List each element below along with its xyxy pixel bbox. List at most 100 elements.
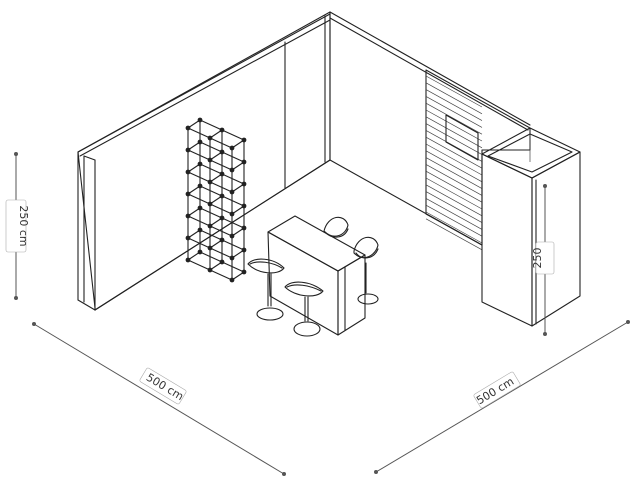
storage-cabin xyxy=(481,127,581,327)
shelf-connector xyxy=(185,125,191,131)
wall-slat xyxy=(425,102,483,135)
shelf-frame xyxy=(199,229,245,251)
shelf-frame xyxy=(199,185,245,207)
shelf-connector xyxy=(207,245,213,251)
shelf-frame xyxy=(209,239,223,249)
wall-slat xyxy=(425,123,483,155)
shelf-frame xyxy=(209,151,223,161)
shelf-frame xyxy=(209,129,223,139)
bar-stool xyxy=(323,216,349,238)
shelf-connector xyxy=(229,233,235,239)
shelf-frame xyxy=(209,261,223,271)
left-width-dimension: 500 cm xyxy=(32,322,286,476)
bar-stool xyxy=(353,236,379,305)
shelf-frame xyxy=(199,163,245,185)
shelf-frame xyxy=(199,141,245,163)
right-width-dimension: 500 cm xyxy=(374,320,630,474)
wall-slat xyxy=(425,170,483,203)
shelf-frame xyxy=(187,149,211,161)
wall-slat xyxy=(425,177,483,210)
shelf-connector xyxy=(185,169,191,175)
shelf-connector xyxy=(207,201,213,207)
height-label: 250 cm xyxy=(17,205,30,246)
cabin-height-label: 250 xyxy=(531,248,544,269)
shelf-frame xyxy=(199,119,245,141)
shelf-connector xyxy=(229,145,235,151)
shelf-frame xyxy=(187,237,211,249)
wall-slat xyxy=(425,218,483,251)
shelf-frame xyxy=(209,173,223,183)
height-dimension: 250 cm xyxy=(5,152,30,300)
slatted-wall-panel xyxy=(425,69,531,251)
wall-slat xyxy=(425,116,483,149)
cube-shelf xyxy=(185,117,247,283)
shelf-frame xyxy=(199,207,245,229)
wall-slat xyxy=(425,143,483,176)
shelf-frame xyxy=(187,251,201,261)
shelf-frame xyxy=(187,141,201,151)
wall-slat xyxy=(425,191,483,223)
shelf-frame xyxy=(187,229,201,239)
shelf-frame xyxy=(231,139,245,149)
shelf-frame xyxy=(199,251,245,273)
shelf-frame xyxy=(209,203,233,215)
shelf-connector xyxy=(229,211,235,217)
shelf-frame xyxy=(187,185,201,195)
right-back-wall xyxy=(329,11,531,246)
wall-slat xyxy=(425,89,483,121)
shelf-connector xyxy=(207,135,213,141)
wall-slat xyxy=(425,164,483,196)
shelf-connector xyxy=(229,189,235,195)
shelf-frame xyxy=(231,161,245,171)
cabin-height-dimension: 250 xyxy=(531,184,555,336)
wall-slat xyxy=(425,96,483,128)
shelf-frame xyxy=(209,225,233,237)
bar-stool xyxy=(284,281,324,337)
wall-slat xyxy=(425,109,483,142)
shelf-connector xyxy=(185,191,191,197)
bar-stool xyxy=(247,258,285,321)
shelf-frame xyxy=(231,183,245,193)
left-back-wall xyxy=(77,11,331,311)
bar-table xyxy=(267,215,366,336)
shelf-connector xyxy=(229,277,235,283)
shelf-connector xyxy=(207,157,213,163)
shelf-frame xyxy=(187,119,201,129)
shelf-connector xyxy=(185,257,191,263)
shelf-connector xyxy=(185,235,191,241)
shelf-connector xyxy=(185,147,191,153)
shelf-connector xyxy=(207,267,213,273)
shelf-frame xyxy=(187,171,211,183)
shelf-frame xyxy=(187,163,201,173)
wall-slat xyxy=(425,184,483,217)
shelf-frame xyxy=(231,249,245,259)
wall-slat xyxy=(425,204,483,237)
wall-slat xyxy=(425,82,483,115)
shelf-connector xyxy=(229,167,235,173)
shelf-frame xyxy=(231,271,245,281)
shelf-frame xyxy=(209,269,233,281)
shelf-frame xyxy=(209,247,233,259)
wall-slat xyxy=(425,150,483,183)
shelf-frame xyxy=(187,207,201,217)
shelf-frame xyxy=(209,159,233,171)
shelf-frame xyxy=(209,137,233,149)
shelf-frame xyxy=(187,127,211,139)
wall-slat xyxy=(425,136,483,169)
wall-slat xyxy=(425,211,483,244)
shelf-frame xyxy=(209,181,233,193)
shelf-connector xyxy=(207,179,213,185)
shelf-frame xyxy=(187,259,211,271)
shelf-frame xyxy=(209,217,223,227)
wall-slat xyxy=(425,198,483,230)
shelf-frame xyxy=(187,215,211,227)
shelf-connector xyxy=(185,213,191,219)
wall-slat xyxy=(425,75,483,108)
shelf-frame xyxy=(209,195,223,205)
shelf-connector xyxy=(207,223,213,229)
wall-slat xyxy=(425,157,483,189)
shelf-frame xyxy=(187,193,211,205)
shelf-connector xyxy=(229,255,235,261)
